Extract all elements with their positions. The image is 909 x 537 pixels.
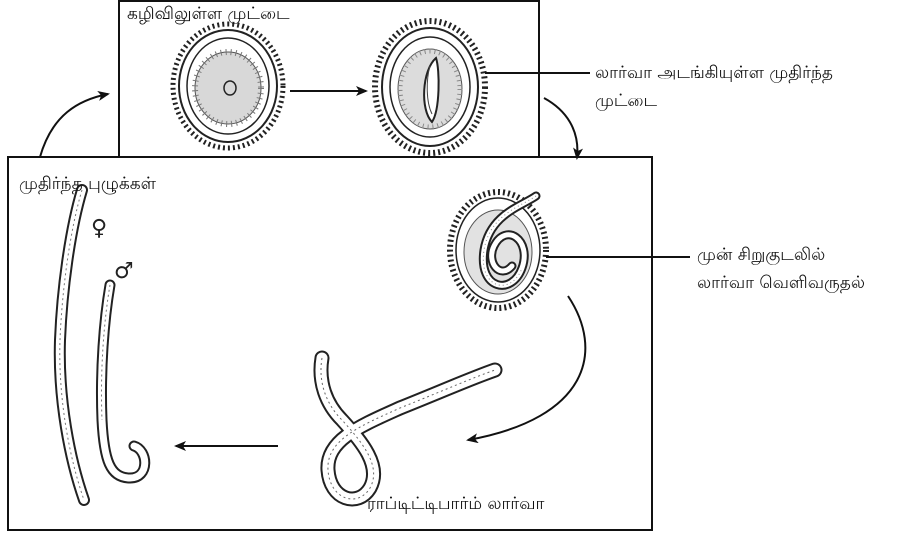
unembryonated-egg xyxy=(173,24,283,148)
label-larva-emerges-line1: முன் சிறுகுடலில் xyxy=(697,244,825,266)
arrow-adult-to-egg xyxy=(40,94,108,157)
rhabditiform-larva xyxy=(321,358,495,499)
female-symbol-icon: ♀ xyxy=(91,216,107,241)
adult-male-worm xyxy=(101,285,144,478)
male-symbol-icon: ♂ xyxy=(114,259,134,284)
label-embryonated-egg-line1: லார்வா அடங்கியுள்ள முதிர்ந்த xyxy=(595,62,833,84)
embryonated-egg xyxy=(375,21,485,153)
arrow-egg-to-hatching xyxy=(544,98,577,158)
adult-female-worm xyxy=(60,190,84,500)
label-rhabditiform-larva: ராப்டிட்டிபார்ம் லார்வா xyxy=(367,493,544,515)
hatching-larva-egg xyxy=(450,192,546,308)
label-adult-worms: முதிர்ந்த புழுக்கள் xyxy=(19,173,156,195)
label-egg-in-feces: கழிவிலுள்ள முட்டை xyxy=(127,3,290,25)
label-larva-emerges-line2: லார்வா வெளிவருதல் xyxy=(697,272,865,294)
label-embryonated-egg-line2: முட்டை xyxy=(595,90,657,112)
